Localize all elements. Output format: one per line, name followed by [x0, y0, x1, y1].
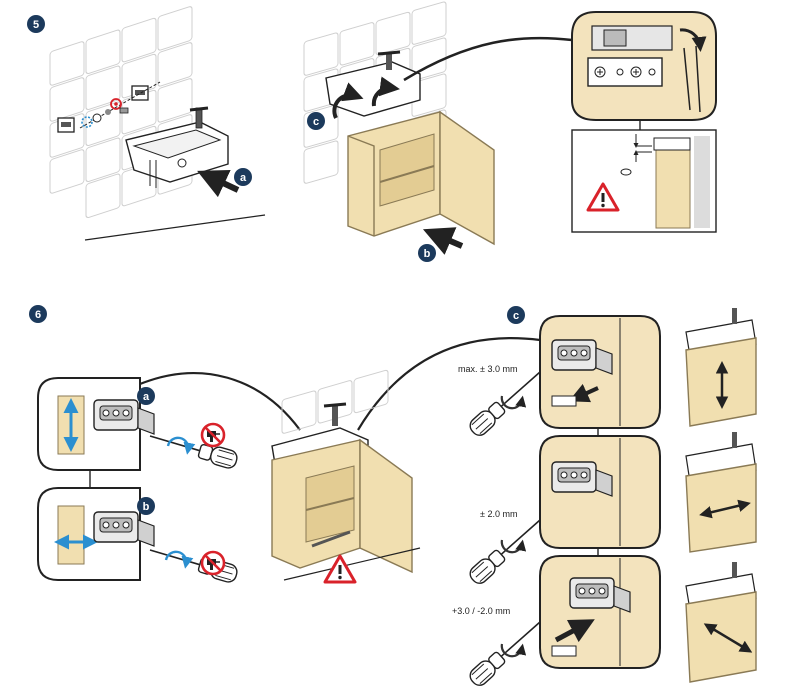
svg-text:b: b — [424, 248, 431, 260]
measurement-label-1: max. ± 3.0 mm — [458, 364, 517, 374]
rotation-arrow-icon — [500, 643, 527, 658]
svg-text:5: 5 — [33, 19, 39, 31]
rotation-arrow-icon — [500, 539, 527, 554]
push-arrow-a — [197, 170, 240, 198]
svg-text:a: a — [143, 391, 150, 403]
step-6-badge-b: b — [137, 497, 155, 515]
step-5-badge-a: a — [234, 168, 252, 186]
svg-text:6: 6 — [35, 309, 41, 321]
step-5-badge-c: c — [307, 112, 325, 130]
washbasin-left — [125, 106, 229, 188]
step-6-number: 6 — [29, 305, 47, 323]
no-power-drill-icon — [200, 422, 226, 448]
bracket-detail-callout — [571, 11, 717, 121]
rotation-arrow-icon — [164, 550, 194, 569]
bolt-set-icon — [79, 81, 161, 129]
measurement-label-2: ± 2.0 mm — [480, 509, 517, 519]
hinge-adjust-callout-2 — [539, 435, 661, 549]
svg-text:a: a — [240, 172, 247, 184]
step-6-badge-c: c — [507, 306, 525, 324]
wall-bracket-icon — [57, 85, 149, 133]
screwdriver-icon — [457, 621, 553, 692]
svg-text:b: b — [143, 501, 150, 513]
measurement-label-3: +3.0 / -2.0 mm — [452, 606, 510, 616]
hinge-callout-b — [37, 487, 155, 581]
hinge-adjust-callout-3 — [539, 555, 661, 669]
vanity-cabinet-middle — [347, 110, 495, 246]
hinge-callout-a — [37, 377, 155, 471]
vanity-cabinet-step6 — [271, 438, 413, 574]
push-arrow-b — [422, 227, 464, 255]
result-cabinet-horizontal — [685, 432, 757, 553]
svg-text:c: c — [313, 116, 319, 128]
hinge-adjust-callout-1 — [539, 315, 661, 429]
no-power-drill-icon — [200, 550, 226, 576]
svg-text:c: c — [513, 310, 519, 322]
step-6-badge-a: a — [137, 387, 155, 405]
screwdriver-icon — [457, 519, 553, 590]
step-5-number: 5 — [27, 15, 45, 33]
gap-detail-box — [571, 129, 717, 233]
screwdriver-icon — [149, 399, 246, 495]
rotation-arrow-icon — [166, 436, 196, 455]
result-cabinet-vertical — [685, 308, 757, 427]
step-5-badge-b: b — [418, 244, 436, 262]
result-cabinet-depth — [685, 562, 757, 683]
rotation-arrow-icon — [500, 395, 527, 410]
rotation-arrow-icon — [332, 76, 400, 119]
washbasin-middle — [325, 50, 421, 117]
screwdriver-icon — [149, 513, 246, 609]
